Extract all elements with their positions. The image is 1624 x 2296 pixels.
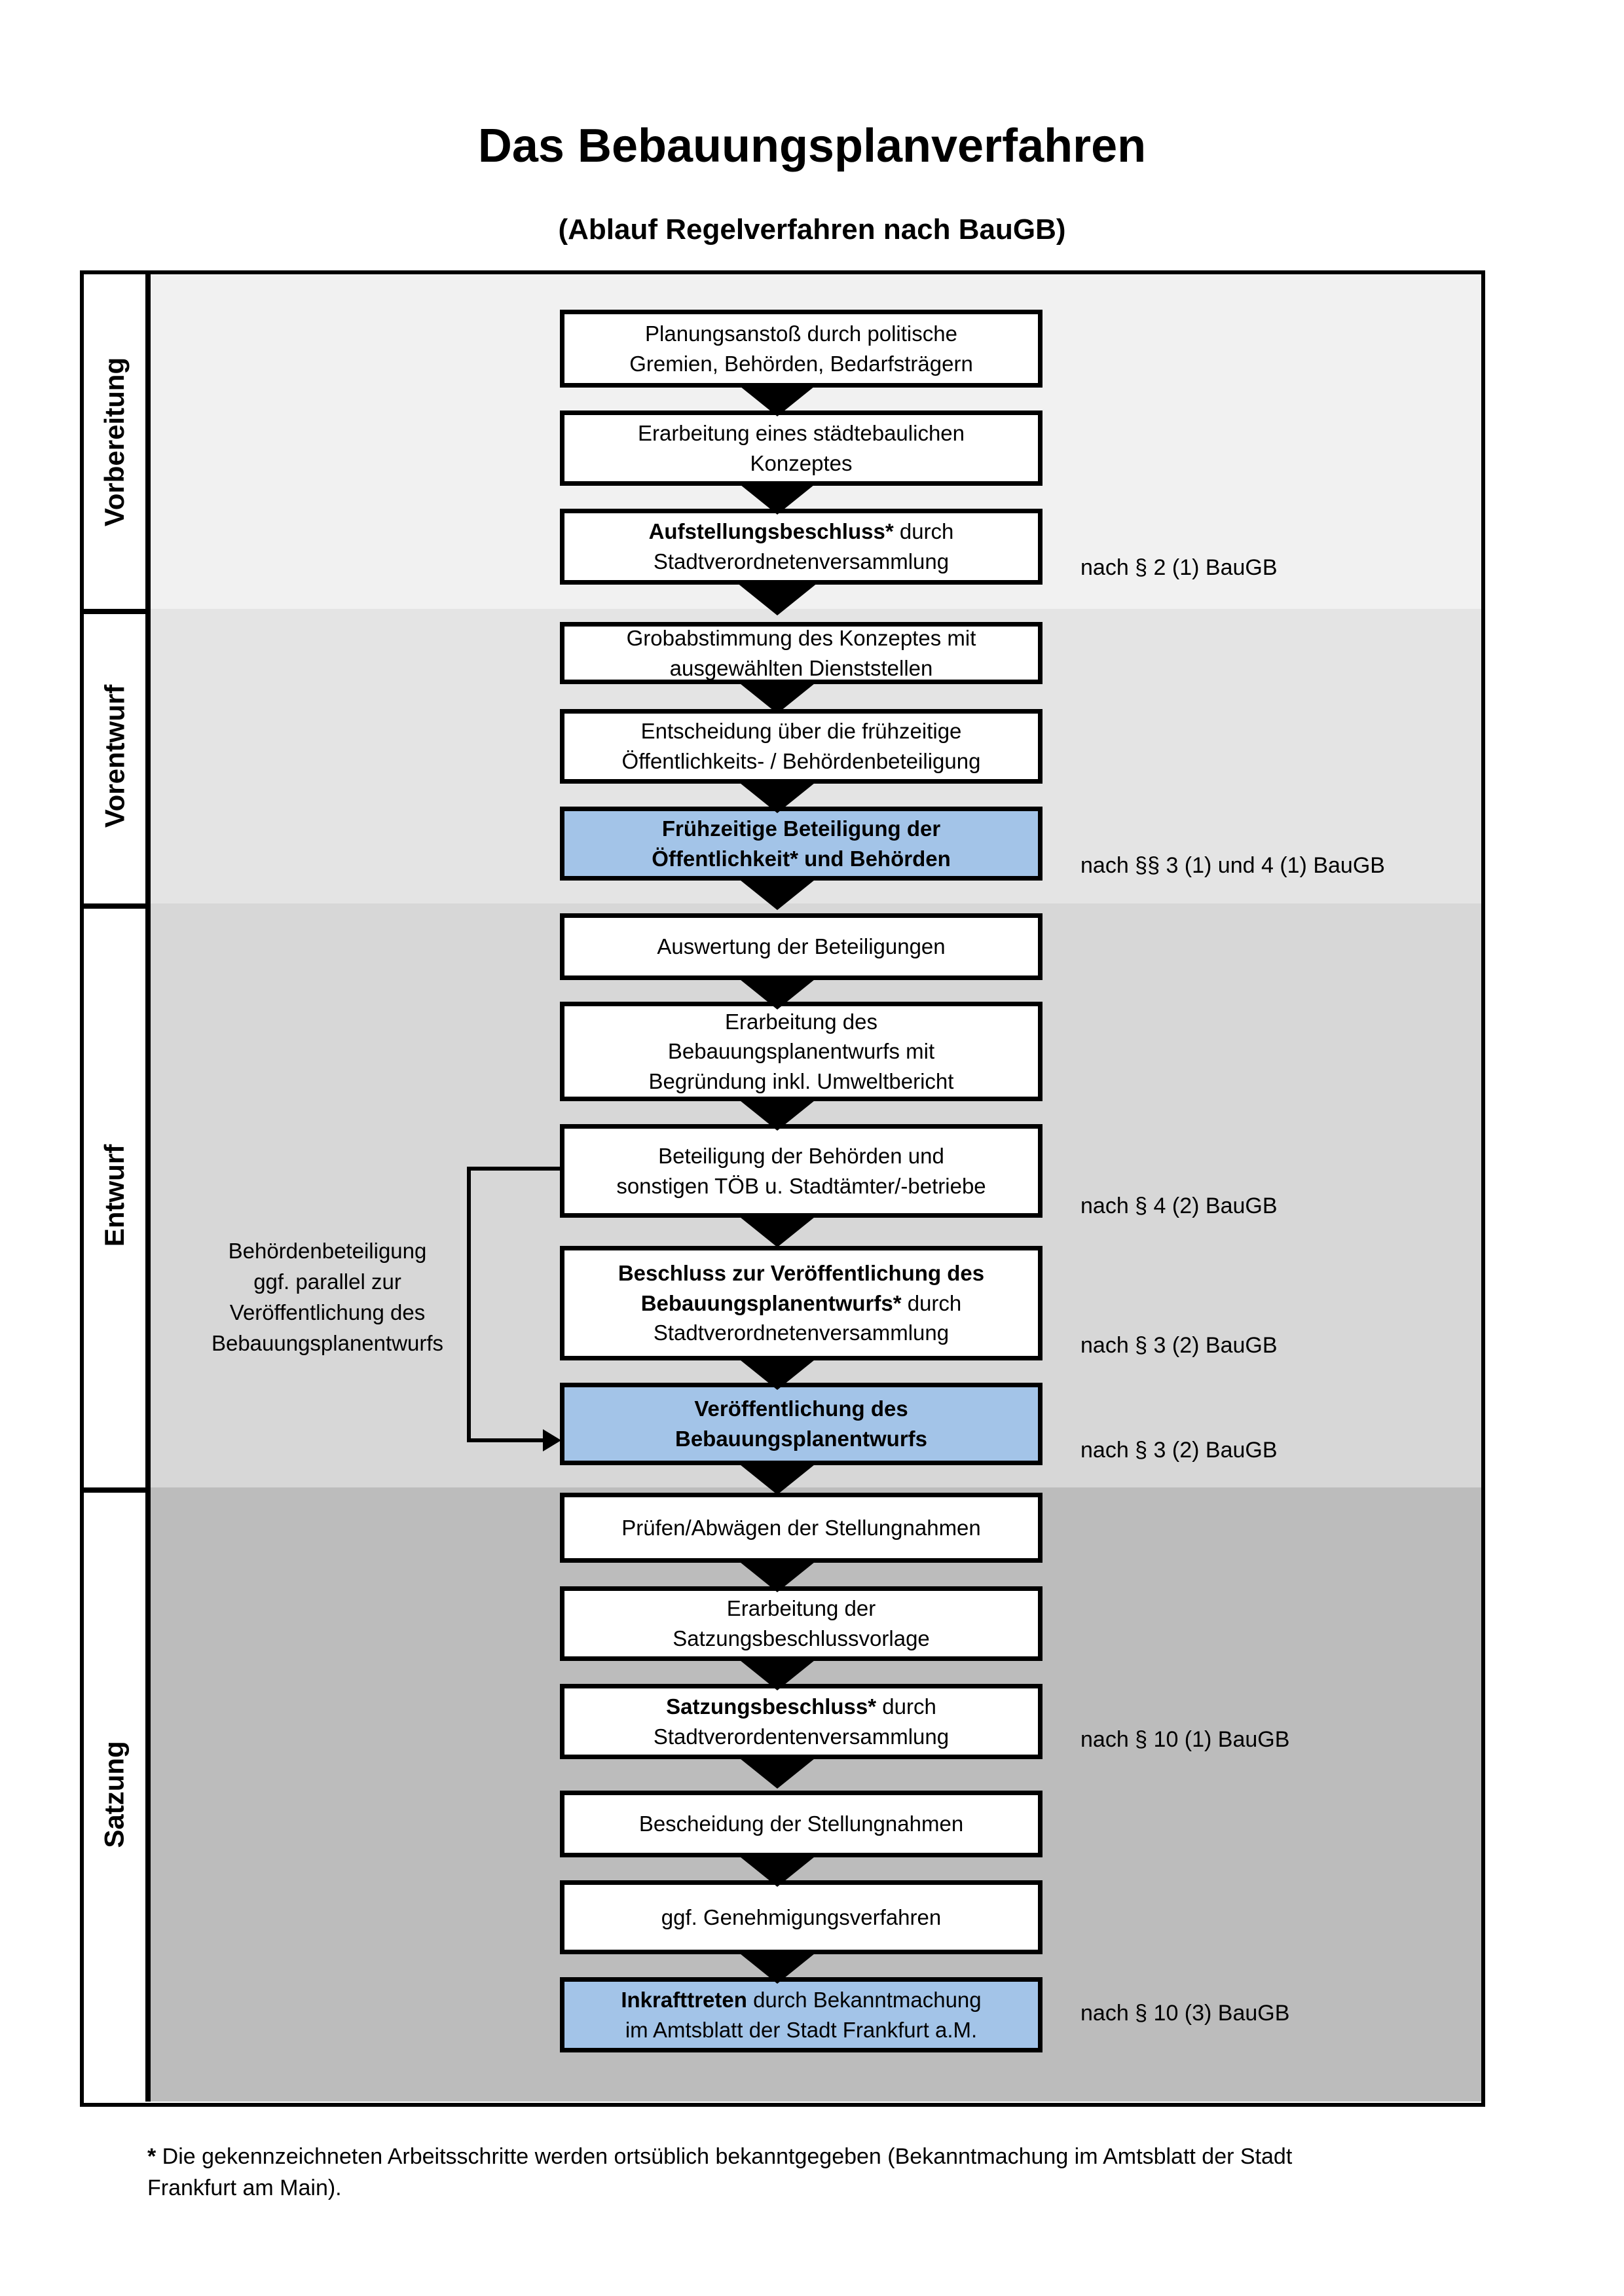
arrow-down-icon (737, 681, 818, 714)
arrow-down-icon (737, 1559, 818, 1592)
page-title: Das Bebauungsplanverfahren (477, 120, 1147, 172)
step-entwurf-erarbeitung: Erarbeitung des Bebauungsplanentwurfs mi… (560, 1002, 1043, 1101)
side-note-parallel-participation: Behördenbeteiligung ggf. parallel zur Ve… (211, 1239, 444, 1355)
legal-ref-satzungsbeschluss: nach § 10 (1) BauGB (1080, 1727, 1290, 1752)
step-planungsanstoss: Planungsanstoß durch politische Gremien,… (560, 310, 1043, 388)
arrow-down-icon (737, 1854, 818, 1887)
footnote-asterisk: * (147, 2144, 157, 2169)
footnote: * Die gekennzeichneten Arbeitsschritte w… (147, 2141, 1604, 2204)
step-inkrafttreten: Inkrafttreten durch Bekanntmachung im Am… (560, 1977, 1043, 2052)
arrow-down-icon (737, 1214, 818, 1247)
arrow-down-icon (737, 1951, 818, 1984)
arrow-down-icon (737, 1357, 818, 1390)
arrow-down-icon (737, 1756, 818, 1789)
column-divider-line (145, 274, 151, 2102)
arrow-down-icon (737, 583, 818, 615)
arrow-down-icon (737, 977, 818, 1010)
legal-ref-behoerden-beteiligung: nach § 4 (2) BauGB (1080, 1194, 1278, 1218)
arrow-down-icon (737, 780, 818, 813)
legal-ref-aufstellungsbeschluss: nach § 2 (1) BauGB (1080, 555, 1278, 580)
arrow-down-icon (737, 877, 818, 910)
parallel-connector-line (467, 1438, 544, 1442)
step-entscheidung-beteiligung: Entscheidung über die frühzeitige Öffent… (560, 709, 1043, 784)
phase-divider-line (84, 609, 145, 614)
footnote-text: Die gekennzeichneten Arbeitsschritte wer… (147, 2144, 1293, 2201)
arrow-down-icon (737, 384, 818, 416)
legal-ref-inkrafttreten: nach § 10 (3) BauGB (1080, 2001, 1290, 2026)
arrow-down-icon (737, 482, 818, 515)
phase-divider-line (84, 903, 145, 909)
arrow-right-icon (543, 1429, 561, 1451)
diagram-frame (80, 270, 1485, 2107)
step-pruefen-abwaegen: Prüfen/Abwägen der Stellungnahmen (560, 1493, 1043, 1563)
parallel-connector-line (467, 1167, 471, 1440)
step-veroeffentlichung-entwurf: Veröffentlichung des Bebauungsplanentwur… (560, 1383, 1043, 1465)
legal-ref-veroeffentlichung: nach § 3 (2) BauGB (1080, 1438, 1278, 1463)
parallel-connector-line (467, 1167, 560, 1171)
step-konzept-erarbeitung: Erarbeitung eines städtebaulichen Konzep… (560, 410, 1043, 486)
step-aufstellungsbeschluss: Aufstellungsbeschluss* durch Stadtverord… (560, 509, 1043, 585)
step-genehmigungsverfahren: ggf. Genehmigungsverfahren (560, 1880, 1043, 1954)
arrow-down-icon (737, 1658, 818, 1690)
step-satzungsbeschluss: Satzungsbeschluss* durch Stadtverordente… (560, 1684, 1043, 1759)
step-bescheidung-stellungnahmen: Bescheidung der Stellungnahmen (560, 1791, 1043, 1857)
page-subtitle: (Ablauf Regelverfahren nach BauGB) (558, 213, 1066, 246)
arrow-down-icon (737, 1462, 818, 1495)
phase-label-column (84, 274, 145, 2102)
legal-ref-fruehzeitige-beteiligung: nach §§ 3 (1) und 4 (1) BauGB (1080, 853, 1385, 878)
legal-ref-veroeffentlichungs-beschluss: nach § 3 (2) BauGB (1080, 1333, 1278, 1358)
step-satzungsbeschlussvorlage: Erarbeitung der Satzungsbeschlussvorlage (560, 1586, 1043, 1661)
step-veroeffentlichungs-beschluss: Beschluss zur Veröffentlichung des Bebau… (560, 1246, 1043, 1360)
phase-divider-line (84, 1487, 145, 1493)
step-grobabstimmung: Grobabstimmung des Konzeptes mit ausgewä… (560, 622, 1043, 684)
arrow-down-icon (737, 1098, 818, 1131)
step-auswertung-beteiligungen: Auswertung der Beteiligungen (560, 913, 1043, 980)
step-behoerden-beteiligung: Beteiligung der Behörden und sonstigen T… (560, 1124, 1043, 1218)
step-fruehzeitige-beteiligung: Frühzeitige Beteiligung der Öffentlichke… (560, 807, 1043, 881)
